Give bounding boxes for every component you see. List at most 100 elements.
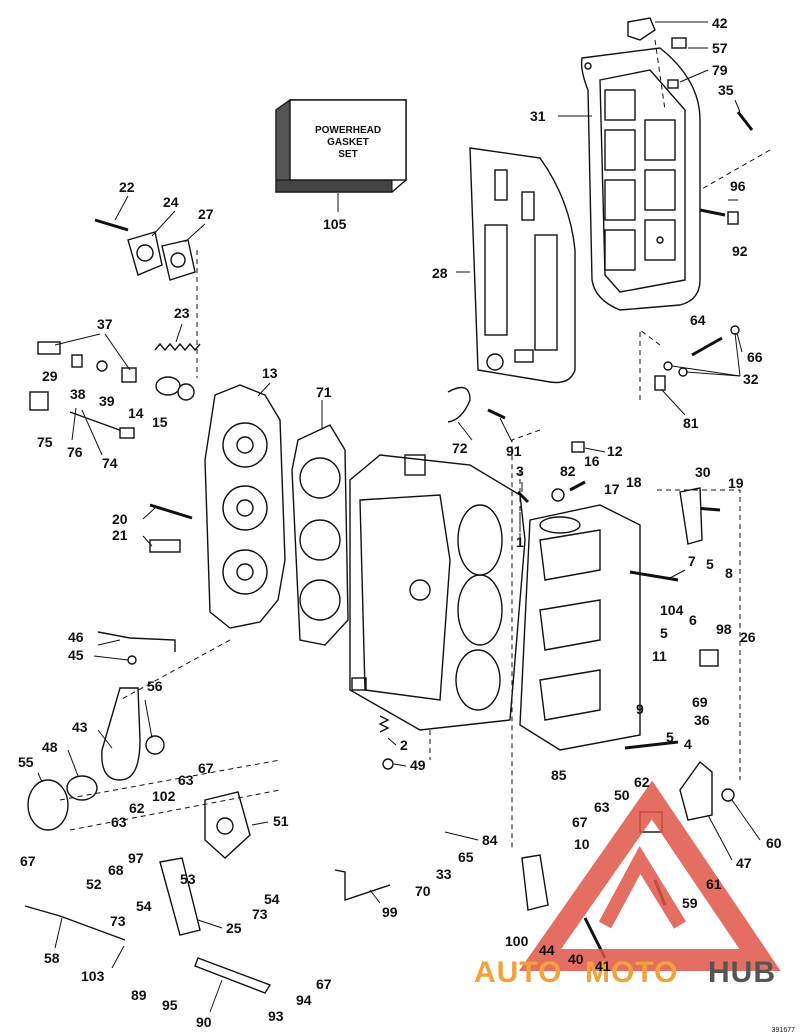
callout-26: 26: [740, 629, 756, 645]
callout-22: 22: [119, 179, 135, 195]
callout-91: 91: [506, 443, 522, 459]
watermark-logo: AUTO MOTO HUB: [474, 780, 781, 989]
callout-75: 75: [37, 434, 53, 450]
callout-79: 79: [712, 62, 728, 78]
callout-102: 102: [152, 788, 176, 804]
callout-7: 7: [688, 553, 696, 569]
callout-67d: 67: [316, 976, 332, 992]
callout-25: 25: [226, 920, 242, 936]
callout-69: 69: [692, 694, 708, 710]
callout-81: 81: [683, 415, 699, 431]
callout-37: 37: [97, 316, 113, 332]
callout-9: 9: [636, 701, 644, 717]
callout-85: 85: [551, 767, 567, 783]
callout-63c: 63: [111, 814, 127, 830]
callout-35: 35: [718, 82, 734, 98]
callout-4: 4: [684, 736, 692, 752]
callout-45: 45: [68, 647, 84, 663]
callout-94: 94: [296, 992, 312, 1008]
callout-47: 47: [736, 855, 752, 871]
callout-29: 29: [42, 368, 58, 384]
callout-60: 60: [766, 835, 782, 851]
callout-67a: 67: [198, 760, 214, 776]
callout-96: 96: [730, 178, 746, 194]
callout-10: 10: [574, 836, 590, 852]
callout-labels: 42 57 79 35 31 96 92 105 22 24 27 28 23 …: [18, 15, 782, 1030]
callout-31: 31: [530, 108, 546, 124]
callout-5a: 5: [706, 556, 714, 572]
callout-54b: 54: [136, 898, 152, 914]
head-gasket: [291, 400, 349, 646]
callout-13: 13: [262, 365, 278, 381]
callout-104: 104: [660, 602, 684, 618]
exhaust-cover: [580, 47, 701, 311]
callout-8: 8: [725, 565, 733, 581]
callout-14: 14: [128, 405, 144, 421]
callout-49: 49: [410, 757, 426, 773]
callout-40: 40: [568, 951, 584, 967]
callout-57: 57: [712, 40, 728, 56]
callout-62a: 62: [634, 774, 650, 790]
watermark-auto: AUTO: [474, 956, 562, 989]
cylinder-block: [349, 454, 526, 731]
callout-99: 99: [382, 904, 398, 920]
callout-51: 51: [273, 813, 289, 829]
callout-68: 68: [108, 862, 124, 878]
callout-19: 19: [728, 475, 744, 491]
callout-23: 23: [174, 305, 190, 321]
callout-53: 53: [180, 871, 196, 887]
gasket-box-line2: GASKET: [327, 137, 369, 148]
cylinder-head: [204, 384, 286, 629]
crankcase: [519, 504, 641, 751]
gasket-box-line1: POWERHEAD: [315, 125, 381, 136]
watermark-hub: HUB: [708, 956, 776, 989]
gasket-set-box: POWERHEAD GASKET SET: [275, 99, 407, 212]
corner-code: 391677: [772, 1027, 795, 1034]
callout-103: 103: [81, 968, 105, 984]
callout-65: 65: [458, 849, 474, 865]
callout-70: 70: [415, 883, 431, 899]
callout-63a: 63: [178, 772, 194, 788]
callout-66: 66: [747, 349, 763, 365]
callout-24: 24: [163, 194, 179, 210]
callout-2: 2: [400, 737, 408, 753]
callout-67c: 67: [20, 853, 36, 869]
callout-42: 42: [712, 15, 728, 31]
callout-27: 27: [198, 206, 214, 222]
callout-44: 44: [539, 942, 555, 958]
callout-41: 41: [595, 958, 611, 974]
callout-59: 59: [682, 895, 698, 911]
callout-56: 56: [147, 678, 163, 694]
gasket-box-line3: SET: [338, 149, 357, 160]
callout-28: 28: [432, 265, 448, 281]
callout-76: 76: [67, 444, 83, 460]
callout-105: 105: [323, 216, 347, 232]
callout-46: 46: [68, 629, 84, 645]
callout-89: 89: [131, 987, 147, 1003]
callout-38: 38: [70, 386, 86, 402]
callout-33: 33: [436, 866, 452, 882]
callout-93: 93: [268, 1008, 284, 1024]
callout-90: 90: [196, 1014, 212, 1030]
callout-15: 15: [152, 414, 168, 430]
callout-92: 92: [732, 243, 748, 259]
callout-72: 72: [452, 440, 468, 456]
callout-73b: 73: [110, 913, 126, 929]
callout-73a: 73: [252, 906, 268, 922]
callout-55: 55: [18, 754, 34, 770]
callout-16: 16: [584, 453, 600, 469]
callout-64: 64: [690, 312, 706, 328]
callout-82: 82: [560, 463, 576, 479]
callout-3: 3: [516, 463, 524, 479]
callout-58: 58: [44, 950, 60, 966]
callout-67b: 67: [572, 814, 588, 830]
callout-12: 12: [607, 443, 623, 459]
callout-43: 43: [72, 719, 88, 735]
callout-6: 6: [689, 612, 697, 628]
callout-17: 17: [604, 481, 620, 497]
assembly-lines: [59, 39, 771, 850]
callout-20: 20: [112, 511, 128, 527]
callout-62b: 62: [129, 800, 145, 816]
callout-18: 18: [626, 474, 642, 490]
